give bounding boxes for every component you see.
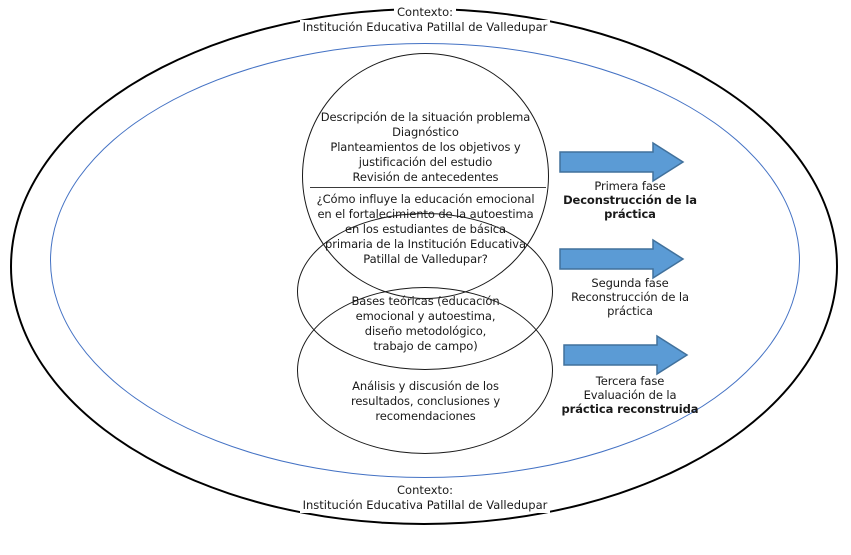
right-arrow-icon xyxy=(563,334,689,376)
context-label-top: Contexto: Institución Educativa Patillal… xyxy=(270,5,580,35)
phase1-name: Primera fase xyxy=(594,179,666,193)
phase1-label: Primera fase Deconstrucción de la prácti… xyxy=(552,179,708,221)
phase2-label: Segunda fase Reconstrucción de la prácti… xyxy=(552,276,708,318)
phase1-activities-text: Descripción de la situación problema Dia… xyxy=(320,110,531,184)
context-bottom-title: Contexto: xyxy=(394,483,456,498)
phase3-label: Tercera fase Evaluación de la práctica r… xyxy=(552,374,708,416)
separator-line xyxy=(310,187,546,188)
phase1-desc-line2: práctica xyxy=(604,207,656,221)
context-label-bottom: Contexto: Institución Educativa Patillal… xyxy=(270,483,580,513)
inner-blue-ellipse xyxy=(50,43,800,478)
phase3-desc-line2: práctica reconstruida xyxy=(561,402,699,416)
phase2-name: Segunda fase xyxy=(591,276,669,290)
right-arrow-icon xyxy=(559,238,685,280)
phase2-content-text: Bases teóricas (educación emocional y au… xyxy=(351,294,500,353)
context-top-title: Contexto: xyxy=(394,5,456,20)
context-top-institution: Institución Educativa Patillal de Valled… xyxy=(299,20,551,35)
right-arrow-icon xyxy=(559,141,685,183)
phase3-name: Tercera fase xyxy=(595,374,665,388)
phase2-desc-line2: práctica xyxy=(607,304,653,318)
phase3-circle xyxy=(297,287,553,454)
phase2-desc-line1: Reconstrucción de la xyxy=(571,290,689,304)
phase3-desc-line1: Evaluación de la xyxy=(583,388,677,402)
context-bottom-institution: Institución Educativa Patillal de Valled… xyxy=(299,498,551,513)
phase1-desc-line1: Deconstrucción de la xyxy=(563,193,697,207)
research-question-text: ¿Cómo influye la educación emocional en … xyxy=(316,192,535,266)
phase3-content-text: Análisis y discusión de los resultados, … xyxy=(350,379,501,423)
